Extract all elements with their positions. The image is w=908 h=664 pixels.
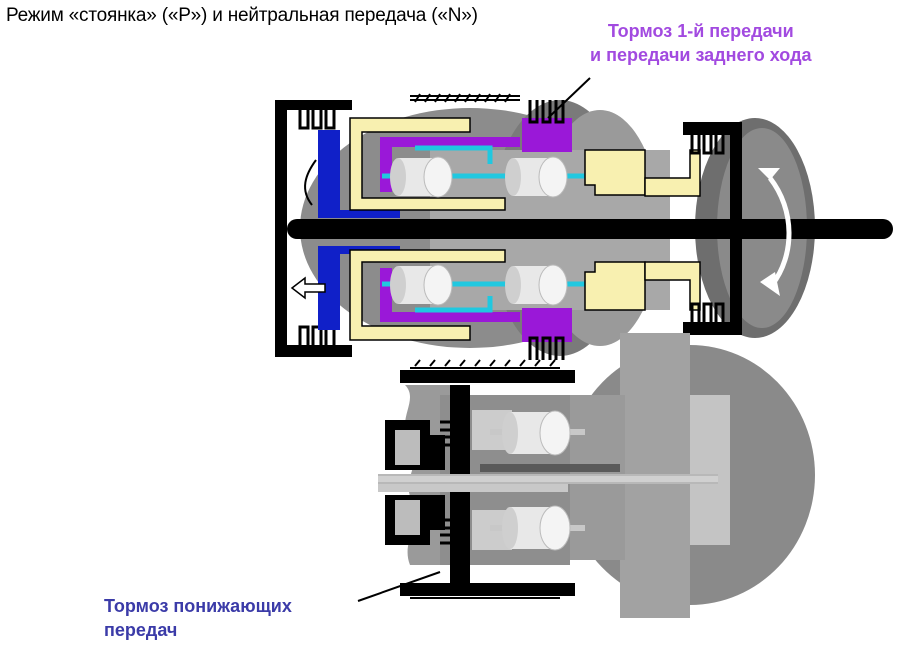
lower-band-bottom [400, 583, 575, 596]
lower-band-top [400, 370, 575, 383]
cream-frame-top [349, 117, 506, 211]
rotation-arrow-icon [758, 168, 792, 296]
housing-left-bracket [275, 100, 352, 357]
lower-hub-splines [440, 420, 454, 545]
lower-shaft-core [378, 476, 718, 482]
page-title: Режим «стоянка» («P») и нейтральная пере… [6, 5, 478, 26]
top-clutch-springs [410, 93, 520, 103]
left-hollow-arrow-icon [290, 276, 326, 300]
lower-spring-plates [410, 359, 560, 599]
label-brake-first-reverse-line1: Тормоз 1-й передачи [607, 21, 794, 41]
blue-clutch-hub-top [318, 130, 400, 218]
leader-line-top [547, 77, 591, 119]
label-brake-first-reverse-line2: и передачи заднего хода [590, 45, 812, 65]
label-brake-first-reverse: Тормоз 1-й передачи и передачи заднего х… [590, 19, 812, 67]
leader-line-bottom [357, 571, 441, 602]
planet-gear-lower-right [505, 264, 568, 306]
lower-transmission-assembly [378, 333, 815, 618]
purple-carrier-bottom [380, 268, 520, 322]
input-curve-arrow [304, 159, 317, 206]
planet-gear-upper-right [505, 156, 568, 198]
housing-splines-top [298, 110, 336, 130]
blue-clutch-hub-bottom [318, 246, 400, 330]
lower-light-plate [690, 395, 730, 545]
upper-transmission-assembly [275, 93, 893, 360]
purple-brake-top [522, 118, 572, 152]
right-housing-splines [690, 135, 725, 322]
cream-right-block-top [584, 149, 646, 196]
label-brake-low-gears: Тормоз понижающих передач [104, 594, 292, 642]
lower-drum-top-inner [395, 430, 420, 465]
label-brake-low-gears-line2: передач [104, 620, 178, 640]
planet-gear-lower-left [390, 264, 453, 306]
lower-planet-gear-top [490, 410, 585, 456]
purple-carrier-top [380, 137, 520, 192]
lower-planet-gear-bottom [490, 505, 585, 551]
cream-output-link-bottom [644, 261, 701, 311]
lower-drum-bottom-inner [395, 500, 420, 535]
brake-plates-bottom [528, 336, 565, 360]
planet-gear-upper-left [390, 156, 453, 198]
cream-frame-bottom [349, 249, 506, 341]
label-brake-low-gears-line1: Тормоз понижающих [104, 596, 292, 616]
lower-shaft-light-block [378, 484, 568, 492]
main-shaft [287, 219, 893, 239]
purple-brake-bottom [522, 308, 572, 342]
lower-shaft-dark [480, 464, 620, 472]
